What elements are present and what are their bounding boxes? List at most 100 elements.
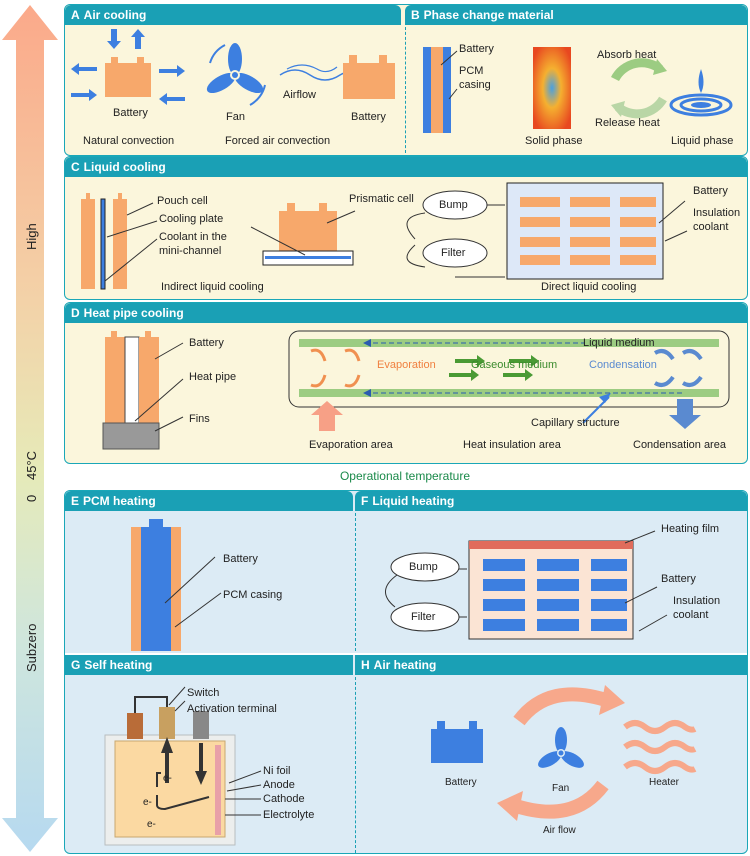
operational-temperature-label: Operational temperature: [339, 469, 471, 483]
d-condensation-label: Condensation: [589, 359, 657, 371]
pcm-heating-title: PCM heating: [83, 494, 156, 508]
temperature-arrow: [2, 5, 58, 852]
h-battery-label: Battery: [445, 777, 477, 788]
bump-f: [390, 552, 460, 582]
c-direct-label: Direct liquid cooling: [541, 281, 637, 293]
heater-icon: [623, 720, 697, 774]
c-battery-label: Battery: [693, 185, 728, 197]
heat-pipe-body: [288, 330, 730, 408]
c-coolant1-label: Coolant in the: [159, 231, 227, 243]
axis-45: 45°C: [24, 450, 39, 480]
air-cooling-graphic: [71, 29, 395, 106]
c-pouch-label: Pouch cell: [157, 195, 208, 207]
d-liquid-label: Liquid medium: [583, 337, 655, 349]
d-battery-label: Battery: [189, 337, 224, 349]
a-forced-label: Forced air convection: [225, 135, 331, 147]
a-airflow-label: Airflow: [283, 89, 317, 101]
heat-pipe-graphic: [102, 330, 730, 450]
pcm-title: Phase change material: [423, 8, 554, 22]
axis-subzero: Subzero: [24, 623, 39, 672]
c-bump-label: Bump: [439, 199, 468, 211]
e-casing-label: PCM casing: [223, 589, 283, 601]
g-activation-label: Activation terminal: [187, 703, 277, 715]
b-battery-label: Battery: [459, 43, 494, 55]
heat-pipe-title: Heat pipe cooling: [83, 306, 184, 320]
g-electrolyte-label: Electrolyte: [263, 809, 315, 821]
g-switch-label: Switch: [187, 687, 220, 699]
filter-c: [422, 238, 488, 268]
h-heater-label: Heater: [649, 777, 680, 788]
f-battery-label: Battery: [661, 573, 696, 585]
liquid-cooling-title: Liquid cooling: [83, 160, 166, 174]
d-evap-area-label: Evaporation area: [309, 439, 393, 451]
h-airflow-label: Air flow: [543, 825, 576, 836]
g-cathode-label: Cathode: [263, 793, 305, 805]
b-pcm-label: PCM: [459, 65, 484, 77]
g-electron-3: e-: [147, 819, 156, 830]
fan-h-icon: [538, 727, 584, 768]
self-heating-title: Self heating: [84, 658, 153, 672]
pcm-graphic: [423, 47, 733, 133]
f-coolant-label: coolant: [673, 609, 709, 621]
liquid-cooling-graphic: [81, 182, 688, 290]
a-natural-label: Natural convection: [83, 135, 175, 147]
self-heating-graphic: [104, 686, 262, 846]
c-filter-label: Filter: [441, 247, 466, 259]
battery-a2: [343, 63, 395, 99]
axis-high: High: [24, 223, 39, 250]
axis-zero: 0: [24, 494, 39, 502]
g-electron-1: e-: [143, 797, 152, 808]
liquid-heating-graphic: [385, 530, 668, 640]
f-insulation-label: Insulation: [673, 595, 721, 607]
d-cond-area-label: Condensation area: [633, 439, 726, 451]
air-heating-graphic: [431, 685, 697, 821]
b-liquid-label: Liquid phase: [671, 135, 734, 147]
f-film-label: Heating film: [661, 523, 720, 535]
e-battery-label: Battery: [223, 553, 258, 565]
c-insulation-label: Insulation: [693, 207, 741, 219]
battery-a1: [105, 63, 151, 97]
a-fan-label: Fan: [226, 111, 245, 123]
c-prismatic-label: Prismatic cell: [349, 193, 414, 205]
bump-c: [422, 190, 488, 220]
h-fan-label: Fan: [552, 783, 570, 794]
g-electron-2: e-: [163, 773, 172, 784]
pcm-heating-graphic: [131, 519, 222, 651]
d-fins-label: Fins: [189, 413, 210, 425]
condensation-arrow: [669, 399, 701, 429]
b-release-label: Release heat: [595, 117, 660, 129]
b-casing-label: casing: [459, 79, 491, 91]
air-cooling-title: Air cooling: [83, 8, 147, 22]
c-indirect-label: Indirect liquid cooling: [161, 281, 264, 293]
d-heatpipe-label: Heat pipe: [189, 371, 237, 383]
b-solid-label: Solid phase: [525, 135, 583, 147]
c-coolant2-label: mini-channel: [159, 245, 222, 257]
liquid-heating-title: Liquid heating: [372, 494, 455, 508]
d-evaporation-label: Evaporation: [377, 359, 436, 371]
b-absorb-label: Absorb heat: [597, 49, 657, 61]
fan-icon: [206, 43, 264, 94]
battery-h: [431, 729, 483, 763]
g-nifoil-label: Ni foil: [263, 765, 291, 777]
d-capillary-label: Capillary structure: [531, 417, 620, 429]
g-anode-label: Anode: [263, 779, 295, 791]
evaporation-arrow: [311, 401, 343, 431]
a-battery2-label: Battery: [351, 111, 386, 123]
air-heating-title: Air heating: [373, 658, 437, 672]
liquid-drop-icon: [669, 69, 733, 117]
c-plate-label: Cooling plate: [159, 213, 224, 225]
d-insul-area-label: Heat insulation area: [463, 439, 561, 451]
filter-f: [390, 602, 460, 632]
f-filter-label: Filter: [411, 611, 436, 623]
